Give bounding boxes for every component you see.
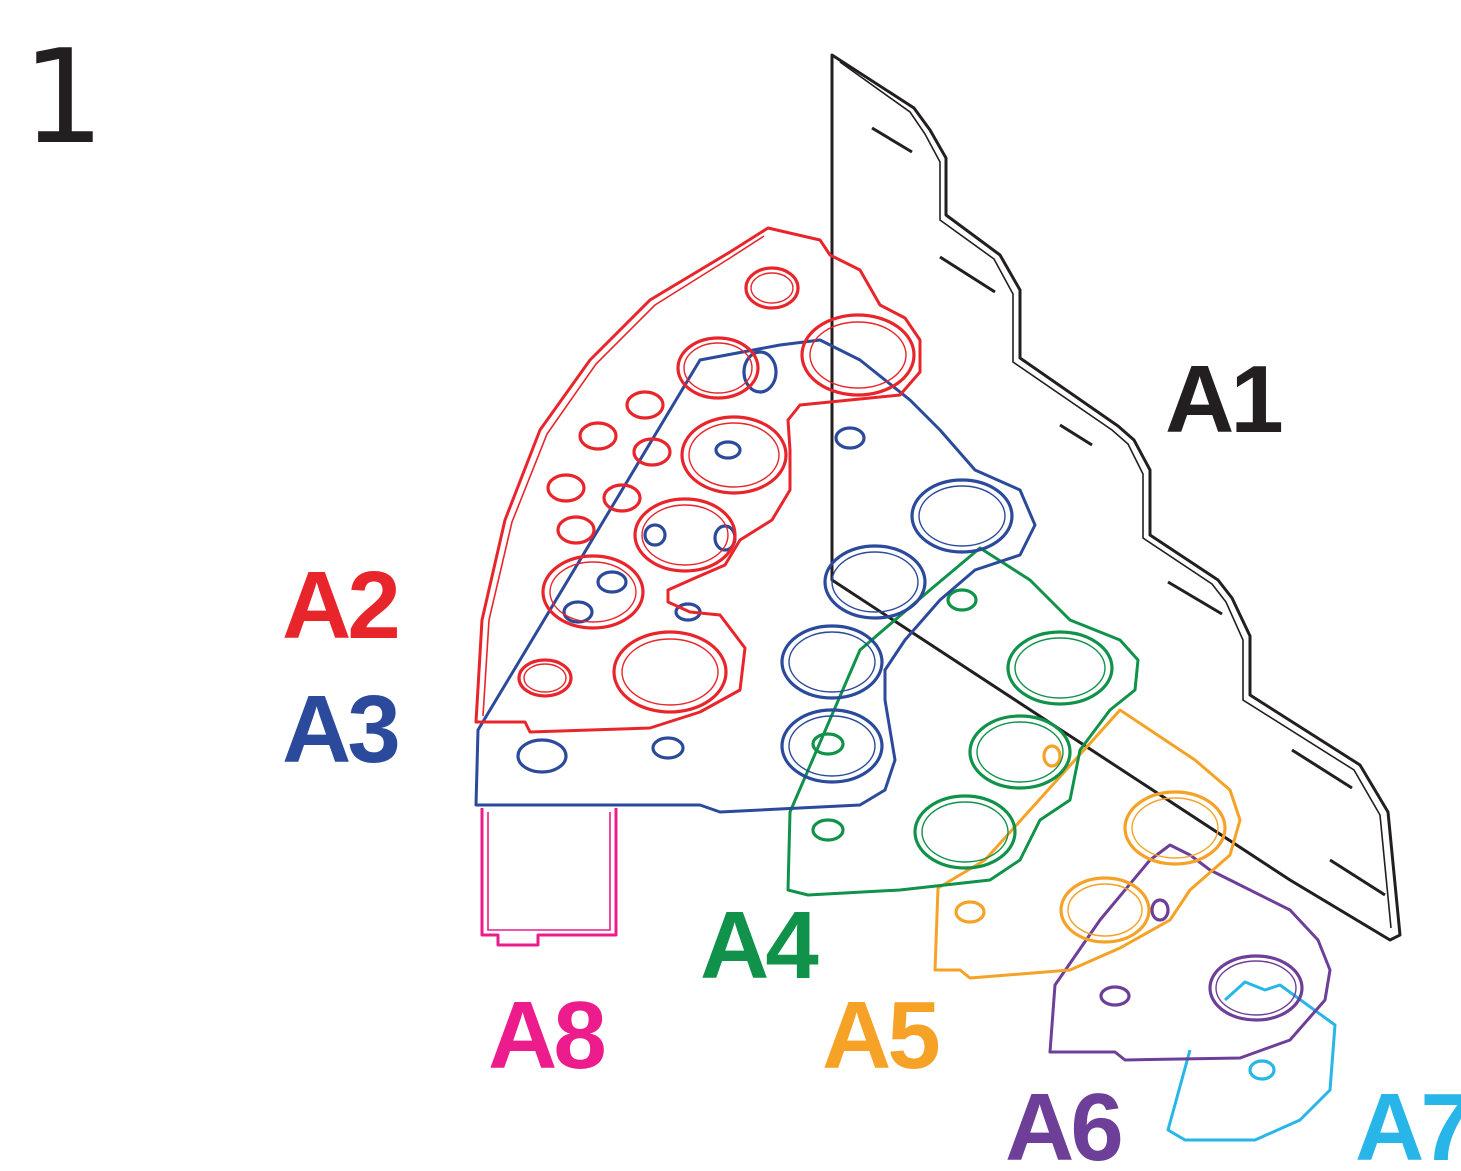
label-a4: A4 <box>700 892 818 999</box>
part-a2-piece <box>474 226 922 734</box>
label-a5: A5 <box>822 982 938 1089</box>
part-a4-piece <box>786 546 1140 897</box>
label-a8: A8 <box>488 982 604 1089</box>
part-a7-piece <box>1166 980 1337 1142</box>
step-number: 1 <box>22 21 105 173</box>
part-a8-tab <box>480 808 618 947</box>
label-a2: A2 <box>282 552 397 659</box>
label-a7: A7 <box>1355 1074 1461 1171</box>
label-a6: A6 <box>1005 1074 1120 1171</box>
part-a3-piece <box>474 338 1037 814</box>
part-a6-piece <box>1048 843 1332 1062</box>
label-a3: A3 <box>282 676 397 783</box>
part-a1-back-plate <box>830 53 1402 942</box>
label-a1: A1 <box>1165 346 1281 453</box>
part-a5-piece <box>933 708 1242 980</box>
